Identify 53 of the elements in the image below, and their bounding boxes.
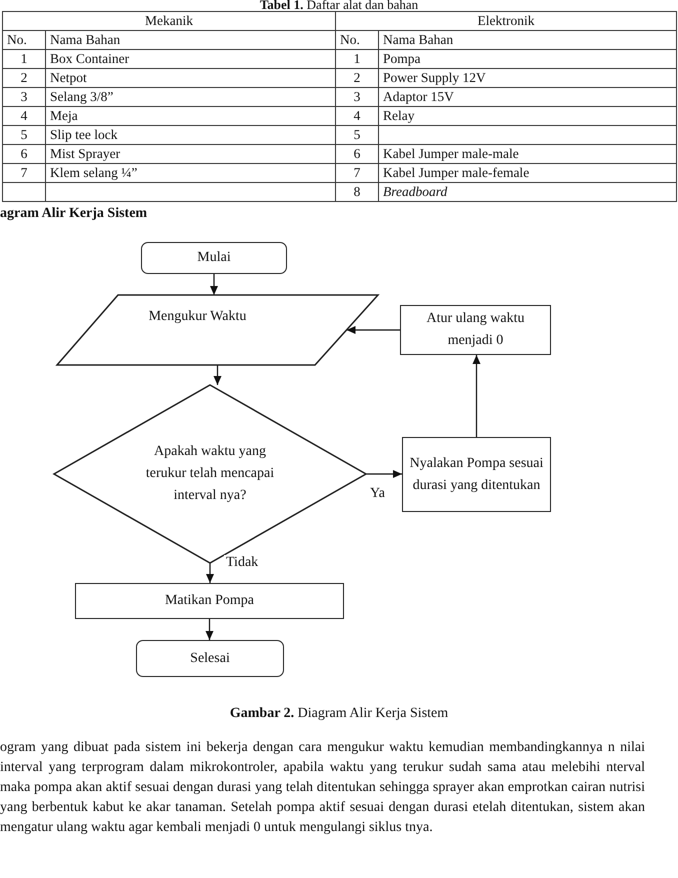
table-cell: 6 bbox=[336, 144, 378, 164]
table-header: No. bbox=[336, 30, 378, 50]
table-cell: Relay bbox=[378, 106, 676, 126]
terminal-box: Selesai bbox=[136, 640, 284, 677]
terminal-box: Mulai bbox=[141, 242, 287, 274]
process-box: Atur ulang waktu menjadi 0 bbox=[400, 305, 551, 355]
arrow bbox=[206, 619, 214, 640]
arrow bbox=[206, 563, 214, 583]
table-cell: 8 bbox=[336, 182, 378, 202]
arrow bbox=[472, 355, 480, 437]
decision-text: Apakah waktu yang terukur telah mencapai interval nya? bbox=[144, 443, 276, 505]
table-cell: Meja bbox=[46, 106, 336, 126]
figure-caption: Gambar 2. Diagram Alir Kerja Sistem bbox=[228, 706, 450, 722]
arrow bbox=[214, 365, 222, 385]
section-heading: agram Alir Kerja Sistem bbox=[0, 206, 148, 222]
table-cell: 1 bbox=[336, 50, 378, 68]
table-cell: 6 bbox=[2, 144, 46, 164]
table-cell: 1 bbox=[2, 50, 46, 68]
table-cell: Breadboard bbox=[378, 182, 676, 202]
arrow bbox=[346, 326, 400, 334]
table-cell: Netpot bbox=[46, 68, 336, 88]
table-cell: 2 bbox=[2, 68, 46, 88]
process-box: Nyalakan Pompa sesuai durasi yang ditentukan bbox=[402, 437, 551, 512]
table-cell: Adaptor 15V bbox=[378, 88, 676, 106]
table-title: Tabel 1. Daftar alat dan bahan bbox=[258, 0, 420, 11]
table-cell: 2 bbox=[336, 68, 378, 88]
table-cell: 4 bbox=[336, 106, 378, 126]
table-cell: 7 bbox=[2, 164, 46, 182]
table-header: Nama Bahan bbox=[46, 30, 336, 50]
table-cell: 3 bbox=[2, 88, 46, 106]
table-cell: 5 bbox=[336, 126, 378, 144]
input-text: Mengukur Waktu bbox=[148, 308, 246, 326]
table-cell: Power Supply 12V bbox=[378, 68, 676, 88]
table-cell: Klem selang ¼” bbox=[46, 164, 336, 182]
table-header: Elektronik bbox=[336, 12, 676, 30]
table-cell: Kabel Jumper male-male bbox=[378, 144, 676, 164]
arrow bbox=[366, 470, 402, 478]
process-box: Matikan Pompa bbox=[75, 583, 344, 619]
table-header: Mekanik bbox=[2, 12, 336, 30]
table-cell: 5 bbox=[2, 126, 46, 144]
table-header: No. bbox=[2, 30, 46, 50]
arrow bbox=[210, 274, 218, 295]
table-cell: Kabel Jumper male-female bbox=[378, 164, 676, 182]
table-cell: Box Container bbox=[46, 50, 336, 68]
table-cell: 3 bbox=[336, 88, 378, 106]
table-cell: Selang 3/8” bbox=[46, 88, 336, 106]
body-paragraph: ogram yang dibuat pada sistem ini bekerja dengan cara mengukur waktu kemudian membandingkannya n nilai interval yang terprogram dalam mikrokontroler, apabila waktu yang terukur sudah sama atau melebihi nterval maka pompa akan aktif sesuai dengan durasi yang telah ditentukan sehingga sprayer akan emprotkan cairan nutrisi yang berbentuk kabut ke akar tanaman. Setelah pompa aktif sesuai dengan durasi etelah ditentukan, sistem akan mengatur ulang waktu agar kembali menjadi 0 untuk mengulangi siklus tnya. bbox=[0, 739, 645, 837]
table-cell: 7 bbox=[336, 164, 378, 182]
table-cell: Mist Sprayer bbox=[46, 144, 336, 164]
table-cell: Pompa bbox=[378, 50, 676, 68]
table-cell: Slip tee lock bbox=[46, 126, 336, 144]
table-cell: 4 bbox=[2, 106, 46, 126]
table-header: Nama Bahan bbox=[378, 30, 676, 50]
